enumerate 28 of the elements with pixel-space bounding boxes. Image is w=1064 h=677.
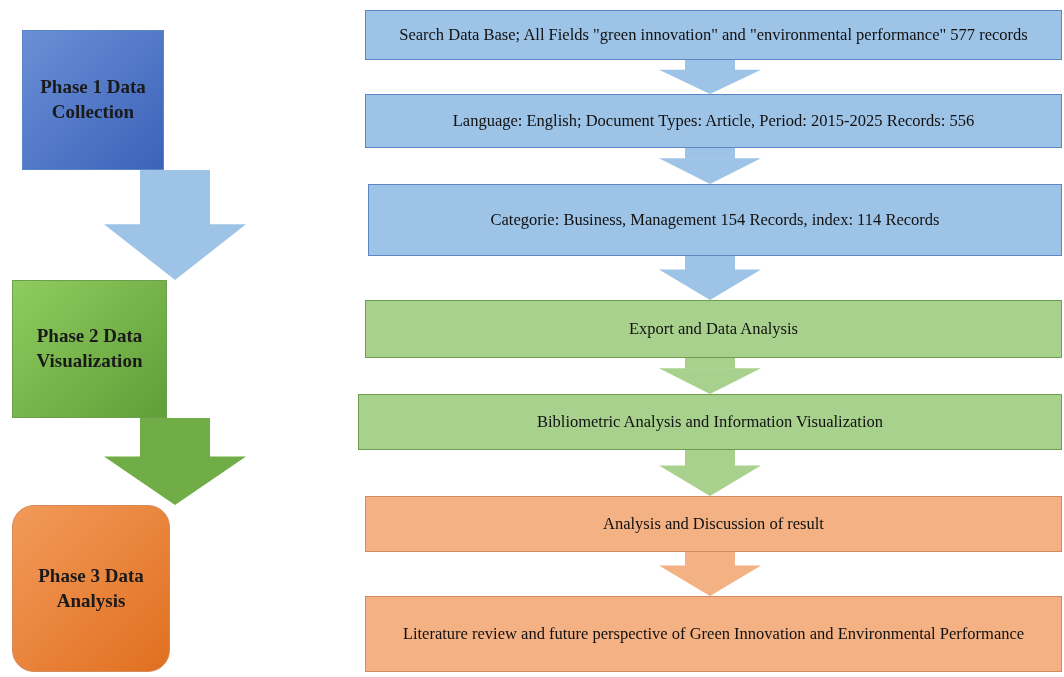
phase-title: Phase 3 Data Analysis [37,563,145,613]
step-text: Bibliometric Analysis and Information Visualization [535,411,885,434]
block-arrow [659,148,761,184]
step-text: Export and Data Analysis [627,318,800,341]
process-box [368,184,1062,256]
block-arrow [659,358,761,394]
process-box [358,394,1062,450]
phase-box [12,505,170,672]
block-arrow [659,256,761,300]
block-arrow [104,418,246,505]
step-text: Literature review and future perspective of Green Innovation and Environmental Performance [401,623,1026,646]
phase-title: Phase 2 Data Visualization [35,324,144,373]
phase-title: Phase 1 Data Collection [39,75,147,124]
block-arrow [659,450,761,496]
process-box [365,10,1062,60]
process-box [365,94,1062,148]
block-arrow [104,170,246,280]
step-text: Categorie: Business, Management 154 Records, index: 114 Records [489,209,941,232]
step-text: Language: English; Document Types: Article, Period: 2015-2025 Records: 556 [451,110,976,133]
step-text: Search Data Base; All Fields "green innovation" and "environmental performance" 577 records [398,24,1029,47]
process-box [365,496,1062,552]
process-box [365,300,1062,358]
step-text: Analysis and Discussion of result [602,513,825,536]
block-arrow [659,552,761,596]
phase-box [22,30,164,170]
phase-box [12,280,167,418]
process-box [365,596,1062,672]
block-arrow [659,60,761,94]
